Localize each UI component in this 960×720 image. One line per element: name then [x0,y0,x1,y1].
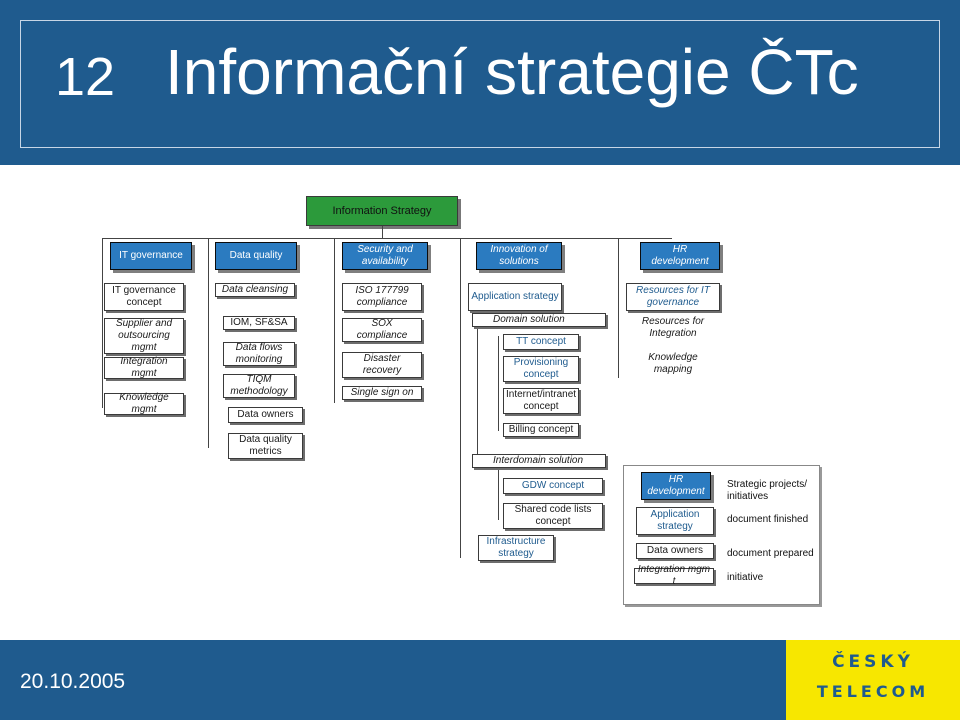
column-title-innovation: Innovation of solutions [476,242,562,270]
legend-text-strategic: Strategic projects/ initiatives [727,479,808,502]
root-information-strategy: Information Strategy [306,196,458,226]
legend-box-strategic: HR development [641,472,711,500]
item-billing-concept: Billing concept [503,423,579,437]
item-resources-integration: Resources for Integration [641,316,705,339]
item-gdw-concept: GDW concept [503,478,603,494]
column-title-data-quality: Data quality [215,242,297,270]
item-supplier-outsourcing: Supplier and outsourcing mgmt [104,318,184,354]
logo-bottom-text: TELECOM [816,682,930,701]
item-data-quality-metrics: Data quality metrics [228,433,303,459]
item-domain-solution: Domain solution [472,313,606,327]
item-knowledge-mgmt: Knowledge mgmt [104,392,184,415]
item-single-sign-on: Single sign on [342,386,422,400]
item-internet-intranet-concept: Internet/intranet concept [503,388,579,414]
legend-text-prepared: document prepared [727,548,814,559]
column-title-it-governance: IT governance [110,242,192,270]
legend-box-prepared: Data owners [636,543,714,559]
item-it-governance-concept: IT governance concept [104,283,184,311]
legend-box-initiative: Integration mgm t [634,564,714,587]
header-bar [0,0,960,165]
item-interdomain-solution: Interdomain solution [472,454,606,468]
item-sox-compliance: SOX compliance [342,318,422,342]
header-frame [20,20,940,148]
item-data-owners: Data owners [228,407,303,423]
item-provisioning-concept: Provisioning concept [503,356,579,382]
legend-box-finished: Application strategy [636,507,714,535]
legend-text-finished: document finished [727,514,809,525]
column-title-hr-development: HR development [640,242,720,270]
item-tt-concept: TT concept [503,334,579,350]
footer-date: 20.10.2005 [20,670,126,693]
item-resources-it-governance: Resources for IT governance [626,283,720,311]
legend [623,465,820,605]
item-data-flows-monitoring: Data flows monitoring [223,342,295,366]
cesky-telecom-logo: ČESKÝ TELECOM [786,640,960,720]
item-integration-mgmt: Integration mgmt [104,356,184,379]
logo-top-text: ČESKÝ [832,652,914,672]
item-iom-sfsa: IOM, SF&SA [223,316,295,330]
item-infrastructure-strategy: Infrastructure strategy [478,535,554,561]
item-application-strategy: Application strategy [468,283,562,311]
legend-text-initiative: initiative [727,572,764,583]
slide-number: 12 [55,47,116,107]
item-shared-code-lists: Shared code lists concept [503,503,603,529]
column-title-security: Security and availability [342,242,428,270]
slide-title: Informační strategie ČTc [165,36,859,108]
item-tiqm-methodology: TIQM methodology [223,374,295,398]
item-disaster-recovery: Disaster recovery [342,352,422,378]
item-data-cleansing: Data cleansing [215,283,295,297]
item-iso-compliance: ISO 177799 compliance [342,283,422,311]
item-knowledge-mapping: Knowledge mapping [648,352,698,375]
